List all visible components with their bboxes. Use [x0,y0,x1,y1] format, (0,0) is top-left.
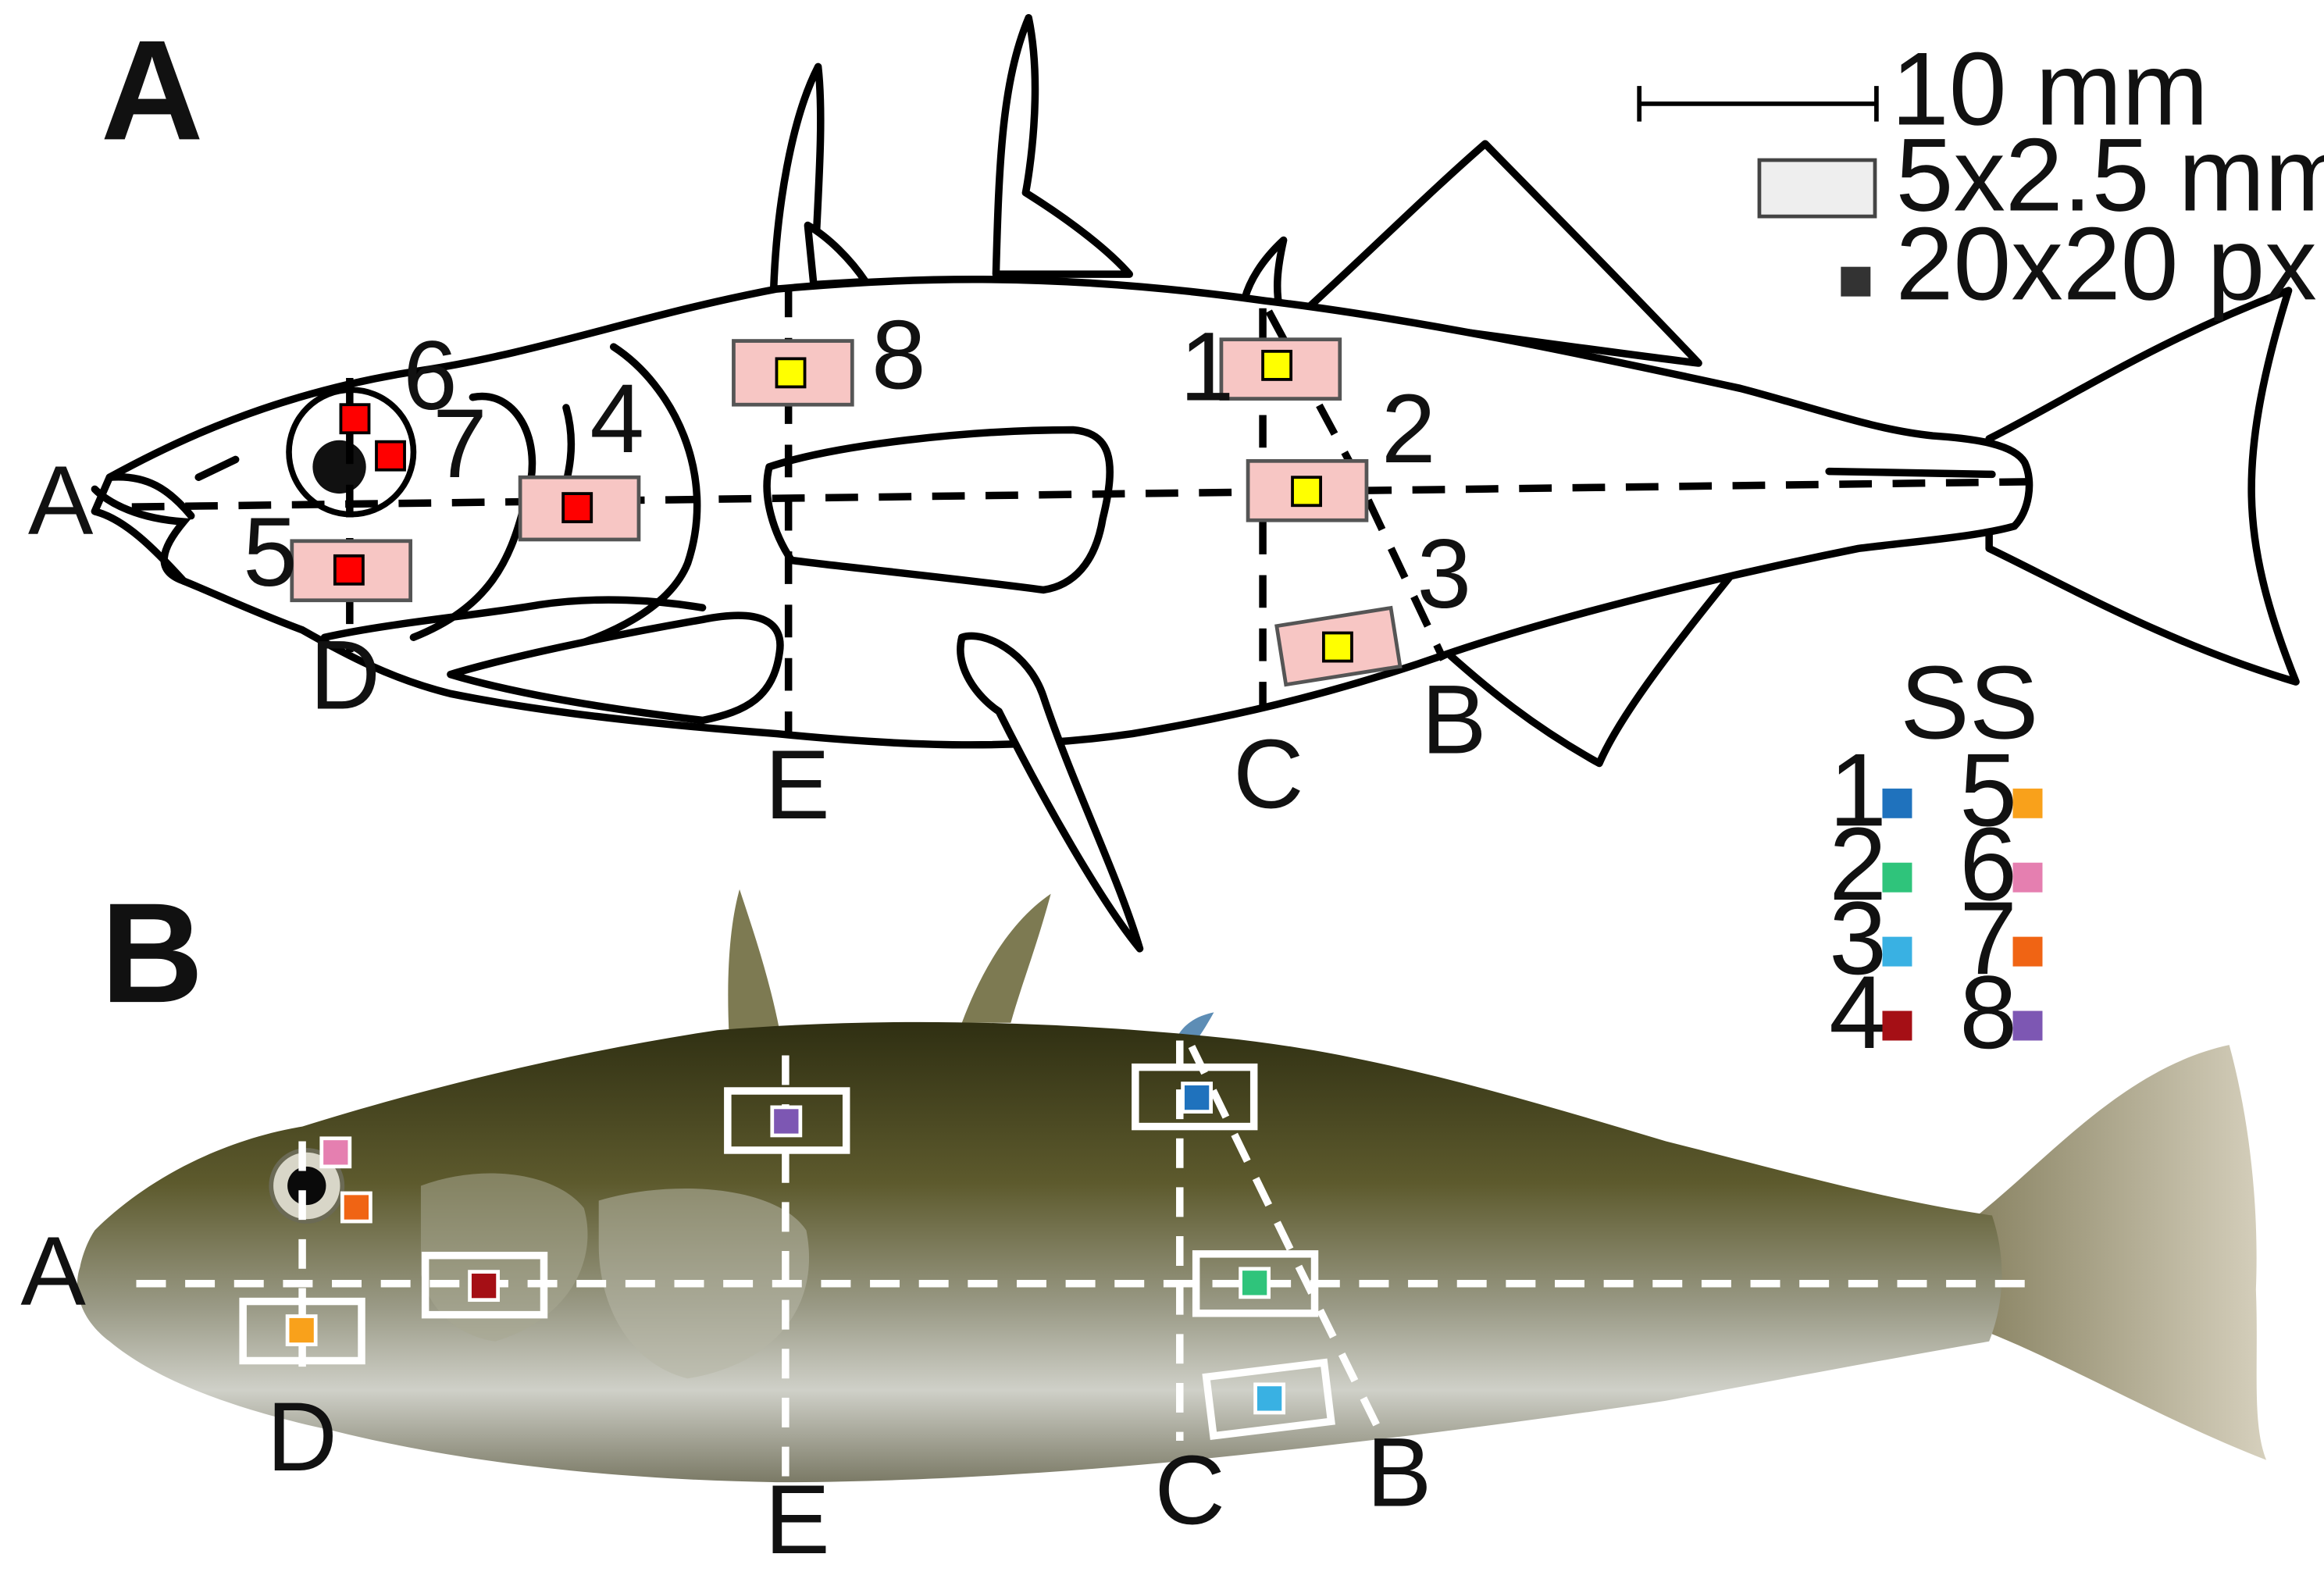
photo-dorsal-spine-1 [728,889,780,1038]
site-square-3 [1321,631,1353,663]
photo-axis-letter-d: D [267,1382,337,1492]
site-label-1: 1 [1180,312,1235,421]
site-square-6 [339,403,371,435]
panel-b-letter: B [101,873,204,1032]
site-square-2 [1291,476,1322,508]
ss-legend-swatch-4 [1882,1010,1912,1041]
pelvic-spine [957,632,1144,953]
jaw-line [105,472,195,520]
ss-legend-title: SS [1900,645,2038,761]
photo-site-square-4 [468,1270,501,1303]
photo-pupil [287,1166,326,1206]
photo-fish-body [77,1021,2002,1483]
opercle-curve [551,343,701,656]
ss-legend-num-8: 8 [1959,955,2017,1071]
rect-size-swatch [1757,158,1877,219]
photo-site-rect-1 [1132,1063,1258,1131]
photo-axis-letter-e: E [765,1465,830,1574]
ss-legend-num-2: 2 [1829,807,1887,922]
ss-legend-swatch-1 [1882,788,1912,818]
site-square-8 [775,357,807,389]
site-label-3: 3 [1417,519,1471,629]
photo-dorsal-spine-2 [961,893,1051,1023]
panel-b: B A [20,873,2267,1574]
axis-letter-b: B [1421,665,1487,774]
square-size-label: 20x20 px [1896,206,2317,322]
photo-axis-letter-b: B [1367,1418,1432,1527]
photo-axis-letter-a: A [20,1216,86,1325]
photo-site-square-7 [340,1191,372,1224]
photo-site-square-5 [285,1314,318,1346]
photo-site-square-1 [1181,1082,1214,1114]
site-square-1 [1261,349,1293,381]
photo-site-rect-5 [239,1297,365,1365]
ss-legend-num-5: 5 [1959,732,2017,848]
photo-axis-letter-c: C [1155,1435,1225,1545]
ss-legend-num-7: 7 [1959,881,2017,996]
ss-legend-num-6: 6 [1959,807,2017,922]
site-label-4: 4 [590,364,644,473]
rect-size-label: 5x2.5 mm [1896,118,2324,233]
site-square-4 [561,492,593,524]
panel-a: A [28,10,2300,953]
axis-letter-c: C [1233,719,1303,829]
lateral-plate [763,426,1114,594]
second-dorsal-spine [992,14,1133,278]
ss-legend-num-4: 4 [1829,955,1887,1071]
photo-caudal-fin [1976,1045,2267,1460]
mouth-line [91,485,191,585]
first-dorsal-membrane [804,221,870,289]
pupil [312,440,366,494]
photo-site-rect-2 [1192,1250,1319,1317]
photo-site-square-8 [770,1105,803,1138]
legend: 10 mm 5x2.5 mm 20x20 px SS 1 2 3 4 5 6 7… [1637,31,2324,1071]
peduncle-line [1825,467,1996,479]
photo-site-square-2 [1239,1267,1271,1299]
photo-site-rect-4 [421,1251,548,1319]
ss-legend-swatch-2 [1882,862,1912,893]
site-square-7 [375,440,406,472]
site-label-5: 5 [243,497,298,607]
lower-jaw-line [320,596,707,641]
photo-axis-line-oblique [1188,1045,1388,1443]
photo-site-rect-3 [1202,1358,1335,1441]
site-label-6: 6 [403,321,458,430]
site-square-5 [333,554,365,586]
ss-legend-swatch-3 [1882,936,1912,967]
photo-site-square-3 [1253,1382,1286,1415]
axis-letter-e: E [765,730,830,839]
photo-site-square-6 [319,1136,352,1169]
ss-legend-swatch-5 [2012,788,2043,818]
site-label-2: 2 [1381,374,1436,483]
axis-letter-a: A [28,445,94,554]
axis-letter-d: D [310,620,380,729]
panel-a-letter: A [101,10,204,169]
caudal-fin [1985,287,2300,686]
ss-legend-swatch-7 [2012,936,2043,967]
site-label-8: 8 [872,300,926,409]
ss-legend-swatch-6 [2012,862,2043,893]
ss-legend-num-3: 3 [1829,881,1887,996]
square-size-swatch [1841,266,1871,297]
ss-legend-num-1: 1 [1829,732,1887,848]
nostril [194,455,240,481]
pelvic-plate [447,611,784,725]
photo-site-rect-8 [724,1087,850,1154]
site-label-7: 7 [433,389,487,498]
ss-legend-swatch-8 [2012,1010,2043,1041]
scale-bar-label: 10 mm [1891,31,2208,147]
